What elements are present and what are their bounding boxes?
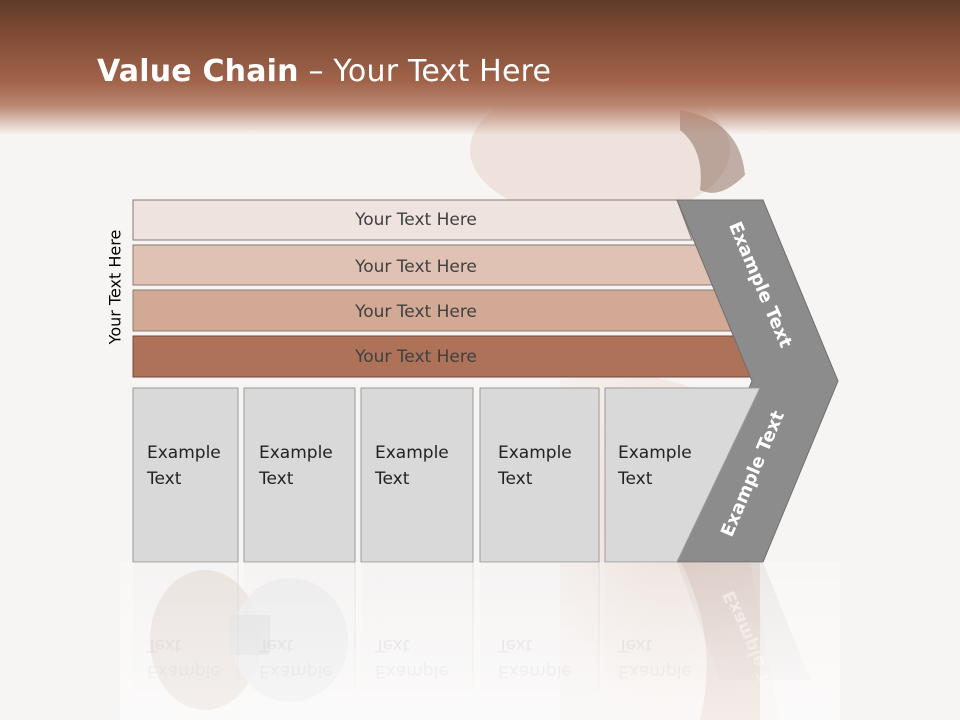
slide-title: Value Chain – Your Text Here: [97, 54, 551, 89]
title-bold: Value Chain: [97, 54, 299, 89]
box-1-line2: Text: [146, 469, 182, 489]
box-2-line1: Example: [259, 443, 333, 463]
box-4-line1: Example: [498, 443, 572, 463]
box-4-line2: Text: [497, 469, 533, 489]
box-2-line2: Text: [258, 469, 294, 489]
box-5-line2: Text: [617, 469, 653, 489]
diagram-reflection: Example Text Example Text Example Text E…: [120, 562, 840, 720]
title-rest: – Your Text Here: [298, 54, 552, 89]
box-3-line2: Text: [374, 469, 410, 489]
box-3-line1: Example: [375, 443, 449, 463]
bar-1-label: Your Text Here: [354, 210, 477, 230]
box-5-line1: Example: [618, 443, 692, 463]
bar-2-label: Your Text Here: [354, 257, 477, 277]
bar-3-label: Your Text Here: [354, 302, 477, 322]
bar-4-label: Your Text Here: [354, 347, 477, 367]
bar-1: [132, 199, 693, 241]
header-band: [0, 0, 960, 135]
box-1-line1: Example: [147, 443, 221, 463]
